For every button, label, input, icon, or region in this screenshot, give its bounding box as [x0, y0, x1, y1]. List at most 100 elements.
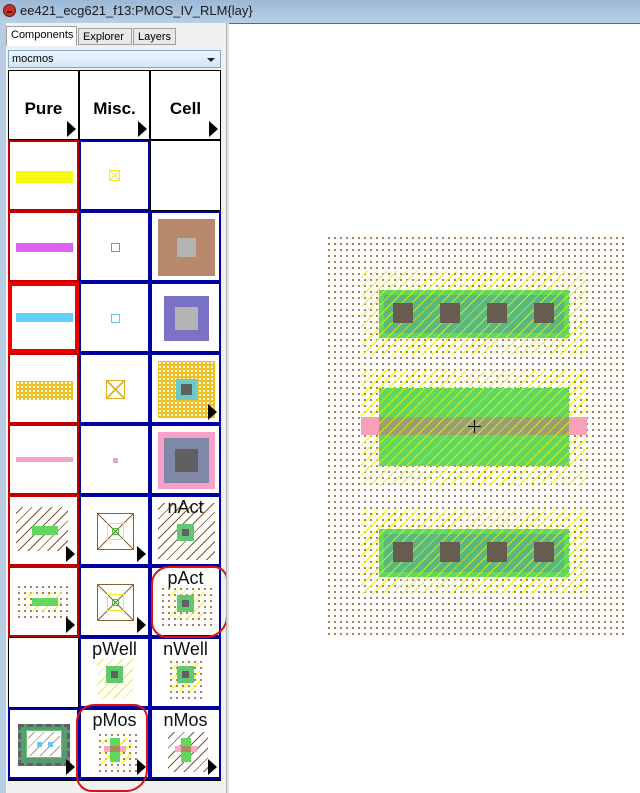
metal4-pin[interactable] — [79, 353, 150, 424]
contact-top-4 — [534, 303, 554, 323]
node-icon-inner — [112, 599, 119, 606]
tab-label: Explorer — [83, 31, 124, 43]
submenu-arrow-icon — [208, 404, 217, 420]
n-active-arc[interactable] — [8, 495, 79, 566]
layout-canvas[interactable] — [229, 23, 640, 793]
panel-splitter[interactable] — [226, 23, 230, 793]
metal2-arc[interactable] — [8, 211, 79, 282]
contact-square — [111, 671, 118, 678]
crosshair-icon-v — [474, 420, 475, 433]
metal2-pin[interactable] — [79, 211, 150, 282]
poly-pin[interactable] — [79, 424, 150, 495]
header-label: Misc. — [93, 99, 136, 118]
select-value: mocmos — [12, 53, 54, 65]
pact-contact[interactable]: pAct — [150, 566, 221, 637]
panel-edge — [0, 23, 6, 793]
pmos-transistor[interactable]: pMos — [79, 708, 150, 779]
palette-header-misc[interactable]: Misc. — [79, 70, 150, 140]
poly-contact[interactable] — [150, 424, 221, 495]
ring-hatch — [28, 732, 60, 756]
tab-components[interactable]: Components — [6, 26, 77, 46]
node-icon — [97, 513, 134, 550]
ring-contact — [48, 742, 53, 747]
nact-contact[interactable]: nAct — [150, 495, 221, 566]
pin-icon — [109, 170, 120, 181]
well-contact-misc[interactable] — [79, 495, 150, 566]
contact-top-1 — [393, 303, 413, 323]
submenu-arrow-icon — [137, 546, 146, 562]
node-icon — [97, 584, 134, 621]
active-swatch — [32, 526, 58, 535]
gate-overlap — [181, 746, 191, 752]
contact-top-2 — [440, 303, 460, 323]
empty-cell — [150, 140, 221, 211]
metal3-metal4-contact[interactable] — [150, 353, 221, 424]
poly-arc[interactable] — [8, 424, 79, 495]
contact-inner — [181, 384, 192, 395]
contact-top-3 — [487, 303, 507, 323]
palette-header-pure[interactable]: Pure — [8, 70, 79, 140]
node-icon-mid — [107, 594, 124, 611]
contact-inner — [177, 238, 196, 257]
metal1-swatch — [16, 171, 73, 183]
submenu-arrow-icon — [66, 546, 75, 562]
contact-bottom-4 — [534, 542, 554, 562]
submenu-arrow-icon — [66, 617, 75, 633]
cell-label: pWell — [92, 639, 137, 659]
header-label: Pure — [24, 99, 63, 118]
submenu-arrow-icon — [208, 759, 217, 775]
metal1-metal2-contact[interactable] — [150, 211, 221, 282]
poly-swatch — [16, 457, 73, 462]
component-palette: Pure Misc. Cell — [8, 70, 221, 781]
substrate-contact-misc[interactable] — [79, 566, 150, 637]
contact-inner — [175, 449, 198, 472]
ring-contact — [37, 742, 42, 747]
metal1-arc[interactable] — [8, 140, 79, 211]
metal2-swatch — [16, 243, 73, 252]
pin-icon — [113, 458, 118, 463]
metal4-arc[interactable] — [8, 353, 79, 424]
contact-bottom-3 — [487, 542, 507, 562]
node-icon-inner — [112, 528, 119, 535]
title-bar: ee421_ecg621_f13:PMOS_IV_RLM{lay} — [0, 0, 640, 23]
app-icon[interactable] — [3, 4, 16, 17]
pin-icon — [111, 314, 120, 323]
header-label: Cell — [169, 99, 202, 118]
contact-square — [182, 600, 189, 607]
well-ring-cell[interactable] — [8, 708, 79, 779]
submenu-arrow-icon — [137, 617, 146, 633]
metal3-pin[interactable] — [79, 282, 150, 353]
tab-label: Layers — [138, 31, 172, 43]
pwell-contact[interactable]: pWell — [79, 637, 150, 708]
submenu-arrow-icon — [209, 121, 218, 137]
submenu-arrow-icon — [67, 121, 76, 137]
empty-cell — [8, 637, 79, 708]
chevron-down-icon — [207, 58, 215, 62]
contact-square — [182, 671, 189, 678]
tab-label: Components — [11, 29, 74, 41]
cell-label: pAct — [167, 568, 204, 588]
cell-label: nMos — [163, 710, 208, 730]
technology-select[interactable]: mocmos — [8, 50, 221, 68]
metal4-swatch — [16, 381, 73, 400]
contact-square — [182, 529, 189, 536]
palette-header-cell[interactable]: Cell — [150, 70, 221, 140]
submenu-arrow-icon — [138, 121, 147, 137]
cell-label: pMos — [92, 710, 137, 730]
node-icon-mid — [107, 523, 124, 540]
nwell-contact[interactable]: nWell — [150, 637, 221, 708]
metal2-metal3-contact[interactable] — [150, 282, 221, 353]
metal1-pin[interactable] — [79, 140, 150, 211]
tab-layers[interactable]: Layers — [133, 28, 176, 45]
tab-explorer[interactable]: Explorer — [78, 28, 132, 45]
metal3-arc[interactable] — [8, 282, 79, 353]
contact-inner — [175, 307, 198, 330]
p-active-arc[interactable] — [8, 566, 79, 637]
submenu-arrow-icon — [137, 759, 146, 775]
pin-icon — [106, 380, 125, 399]
window-title: ee421_ecg621_f13:PMOS_IV_RLM{lay} — [20, 3, 253, 18]
pin-icon — [111, 243, 120, 252]
cell-label: nWell — [163, 639, 208, 659]
nmos-transistor[interactable]: nMos — [150, 708, 221, 779]
active-swatch — [32, 598, 58, 606]
